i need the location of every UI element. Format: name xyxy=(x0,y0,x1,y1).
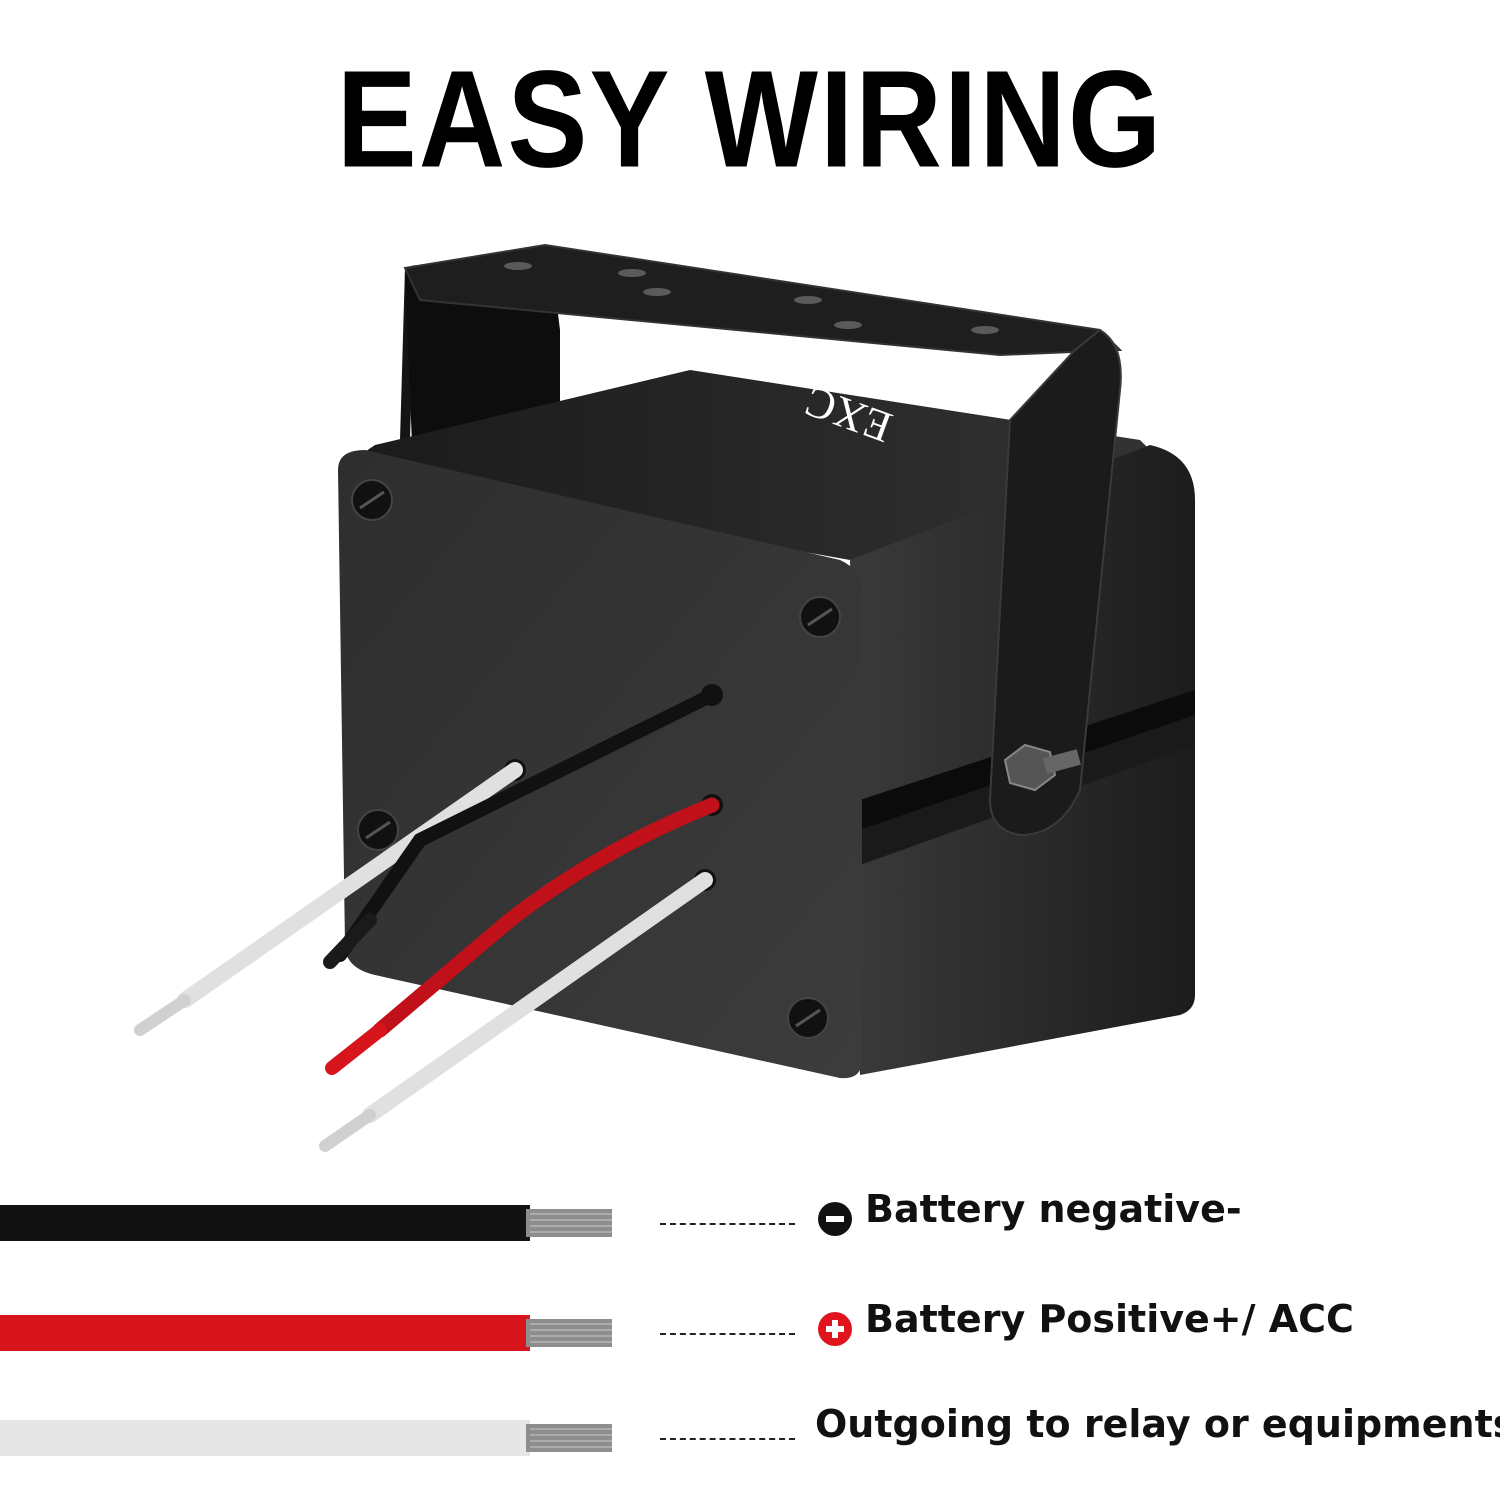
leader-line xyxy=(660,1223,795,1225)
black-wire-sample xyxy=(0,1205,612,1241)
housing-front xyxy=(338,450,862,1079)
housing-top xyxy=(338,370,1170,560)
white-wire-sample xyxy=(0,1420,612,1456)
legend-row-negative: Battery negative- xyxy=(0,1187,1500,1265)
red-wire xyxy=(372,797,720,1038)
legend-label-positive: Battery Positive+/ ACC xyxy=(865,1297,1354,1341)
minus-circle-icon xyxy=(818,1202,852,1236)
legend-label-outgoing: Outgoing to relay or equipments xyxy=(815,1402,1500,1446)
legend-row-outgoing: Outgoing to relay or equipments xyxy=(0,1402,1500,1480)
legend-row-positive: Battery Positive+/ ACC xyxy=(0,1297,1500,1375)
red-wire-sample xyxy=(0,1315,612,1351)
relay-box-illustration: EXC xyxy=(134,243,1195,1152)
leader-line xyxy=(660,1333,795,1335)
white-wire-2 xyxy=(362,872,713,1123)
leader-line xyxy=(660,1438,795,1440)
wire-leads xyxy=(134,688,720,1152)
bolt xyxy=(1042,749,1081,774)
white-wire-1 xyxy=(177,762,523,1008)
nut xyxy=(1003,743,1057,792)
bracket-arm xyxy=(988,328,1122,837)
page-title: EASY WIRING xyxy=(336,42,1164,197)
black-wire xyxy=(333,688,719,962)
mounting-bracket xyxy=(403,243,1123,357)
plus-circle-icon xyxy=(818,1312,852,1346)
bracket-holes xyxy=(504,262,999,334)
legend-label-negative: Battery negative- xyxy=(865,1187,1242,1231)
